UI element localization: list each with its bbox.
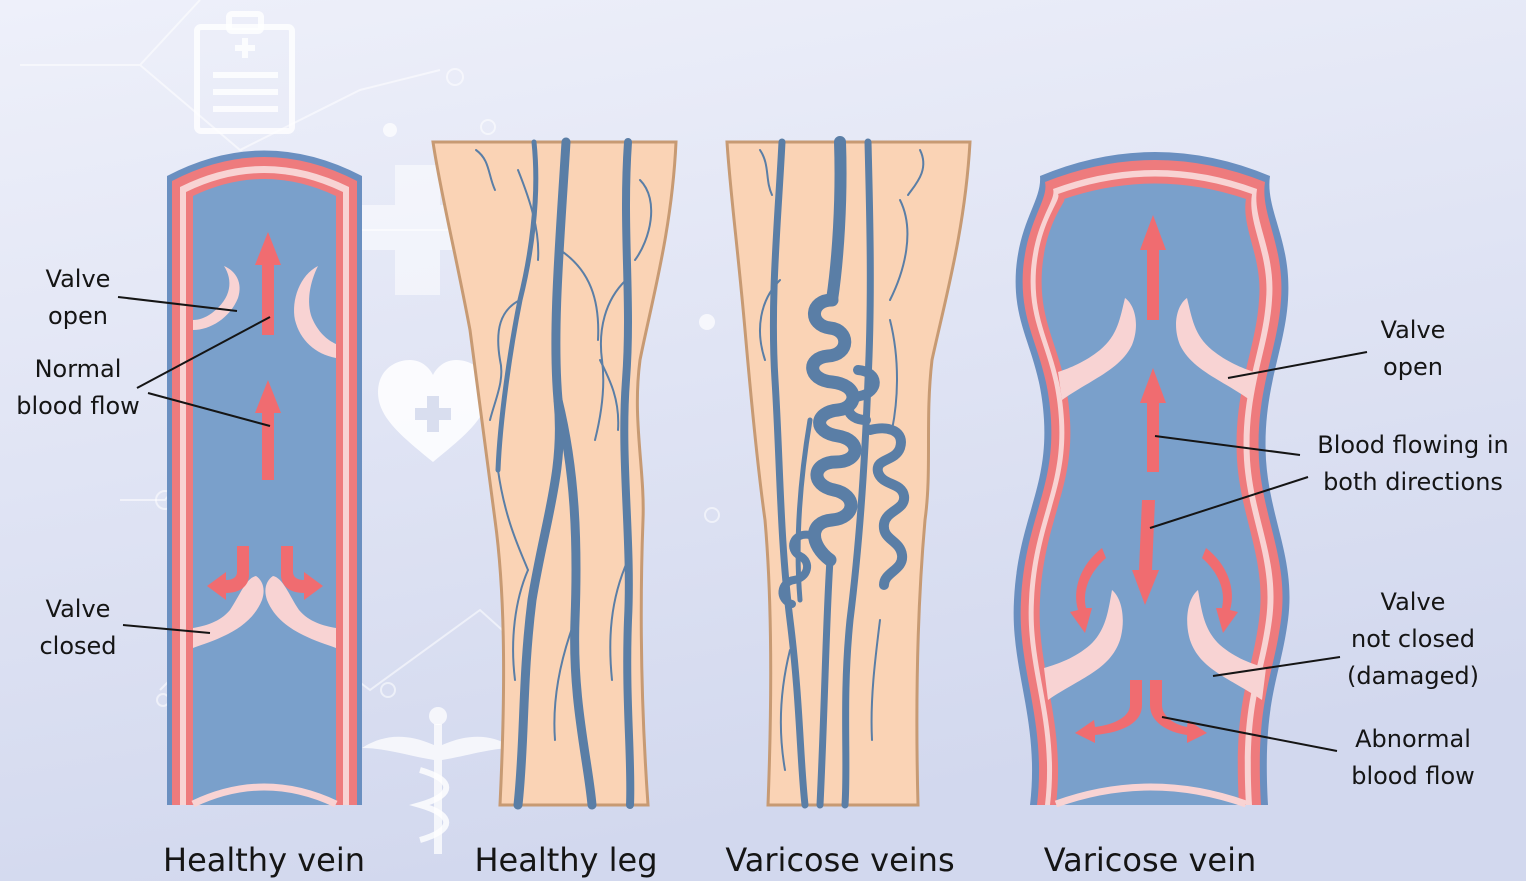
varicose-vein	[1014, 152, 1290, 805]
healthy-valve-open-label: Valve open	[18, 261, 138, 335]
varicose-abnormal-flow-label: Abnormal blood flow	[1328, 721, 1498, 795]
varicose-valve-not-closed-label: Valve not closed (damaged)	[1328, 584, 1498, 695]
caption-varicose-vein: Varicose vein	[1010, 838, 1290, 881]
caption-healthy-leg: Healthy leg	[446, 838, 686, 881]
caption-healthy-vein: Healthy vein	[144, 838, 384, 881]
caption-varicose-veins: Varicose veins	[700, 838, 980, 881]
healthy-vein	[167, 151, 362, 806]
varicose-both-directions-label: Blood flowing in both directions	[1300, 427, 1526, 501]
healthy-normal-flow-label: Normal blood flow	[3, 351, 153, 425]
varicose-valve-open-label: Valve open	[1353, 312, 1473, 386]
healthy-valve-closed-label: Valve closed	[18, 591, 138, 665]
